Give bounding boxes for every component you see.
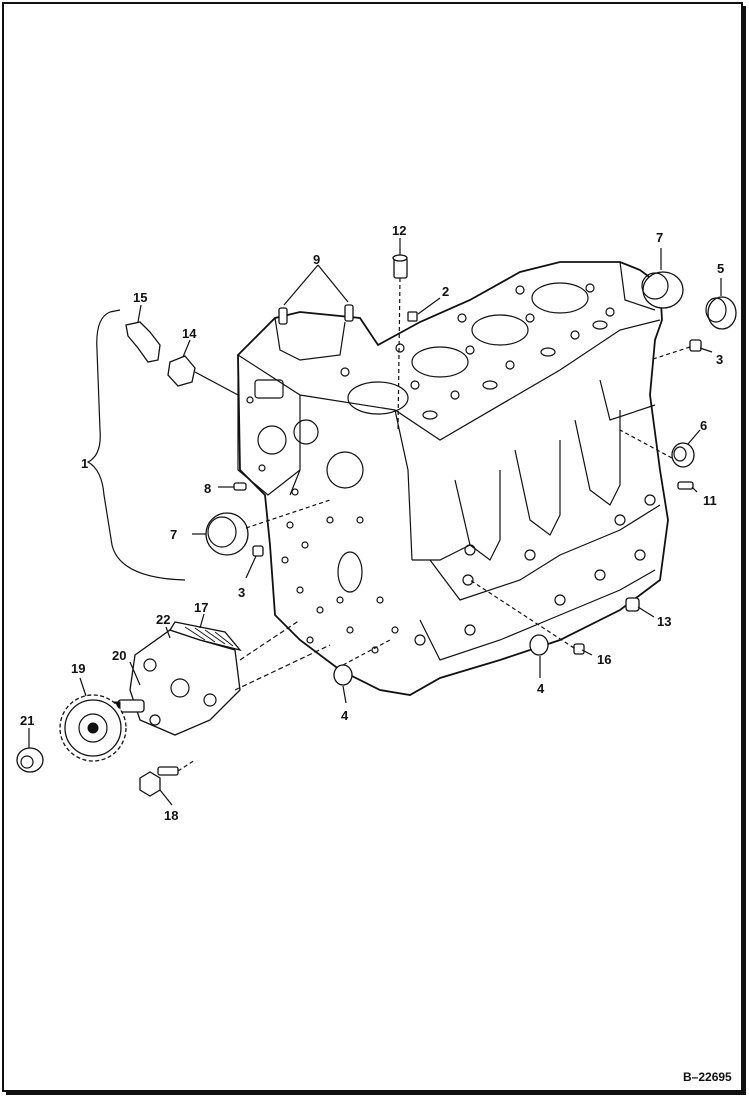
part-18-bolt	[139, 766, 179, 797]
part-12-plug	[392, 254, 408, 279]
frame-shadow-bottom	[6, 1092, 746, 1095]
callout-18: 18	[164, 808, 178, 823]
callout-3-right: 3	[716, 352, 723, 367]
frame-shadow-right	[743, 6, 746, 1094]
callout-11: 11	[703, 493, 717, 508]
figure-reference: B–22695	[683, 1070, 732, 1084]
callout-4-left: 4	[341, 708, 349, 723]
front-window	[254, 379, 284, 399]
callout-8: 8	[204, 481, 211, 496]
callout-15: 15	[133, 290, 147, 305]
part-13-plug	[625, 597, 640, 612]
assembly-brace	[86, 311, 186, 581]
callout-6: 6	[700, 418, 707, 433]
part-4-plug-left	[333, 664, 353, 686]
part-15-fitting	[125, 321, 161, 363]
callout-5: 5	[717, 261, 724, 276]
part-3-bolt-right	[689, 339, 702, 352]
flange-bolts	[414, 494, 656, 646]
callout-3-left: 3	[238, 585, 245, 600]
part-7-seal-top	[641, 271, 684, 309]
leader-lines	[28, 238, 722, 806]
cylinder-bore-1	[347, 381, 409, 415]
cylinder-bore-3	[471, 314, 529, 346]
top-deck	[237, 319, 661, 441]
cylinder-bore-4	[531, 282, 589, 314]
callout-14: 14	[182, 326, 197, 341]
part-22-oil-pump	[129, 621, 242, 736]
callout-2: 2	[442, 284, 449, 299]
part-6-seal	[671, 442, 695, 468]
callout-19: 19	[71, 661, 85, 676]
front-bore-1	[257, 425, 287, 455]
cylinder-bore-2	[411, 346, 469, 378]
front-bore-3	[326, 451, 364, 489]
part-21-nut	[16, 747, 44, 773]
callout-13: 13	[657, 614, 671, 629]
callout-12: 12	[392, 223, 406, 238]
part-11-pin	[677, 481, 694, 490]
part-5-cap	[705, 296, 737, 330]
part-3-bolt-left	[252, 545, 264, 557]
part-19-gear	[59, 694, 127, 762]
part-7-seal-left	[205, 512, 249, 556]
front-plate	[237, 355, 301, 496]
cylinder-block	[237, 261, 669, 696]
callout-16: 16	[597, 652, 611, 667]
part-8-pin	[233, 482, 247, 491]
gasket-hatch	[184, 626, 234, 647]
deck-holes	[340, 283, 615, 420]
callout-1: 1	[81, 456, 88, 471]
block-outline	[237, 261, 669, 696]
part-9-dowel-pins	[278, 304, 354, 325]
part-16-bolt	[573, 643, 585, 655]
callout-17: 17	[194, 600, 208, 615]
callout-7-left: 7	[170, 527, 177, 542]
callout-22: 22	[156, 612, 170, 627]
part-4-plug-right	[529, 634, 549, 656]
callout-labels: 1 2 3 3 4 4 5 6 7 7 8 9 11 12 13 14 15 1…	[20, 223, 724, 823]
part-14-connector	[167, 355, 196, 387]
callout-7-top: 7	[656, 230, 663, 245]
front-bore-4	[337, 551, 363, 593]
callout-21: 21	[20, 713, 34, 728]
callout-9: 9	[313, 252, 320, 267]
part-2-bolt	[407, 311, 418, 322]
crankcase-webs	[412, 410, 661, 661]
callout-4-right: 4	[537, 681, 545, 696]
callout-20: 20	[112, 648, 126, 663]
front-bolt-holes	[246, 396, 399, 654]
front-bore-2	[293, 419, 319, 445]
